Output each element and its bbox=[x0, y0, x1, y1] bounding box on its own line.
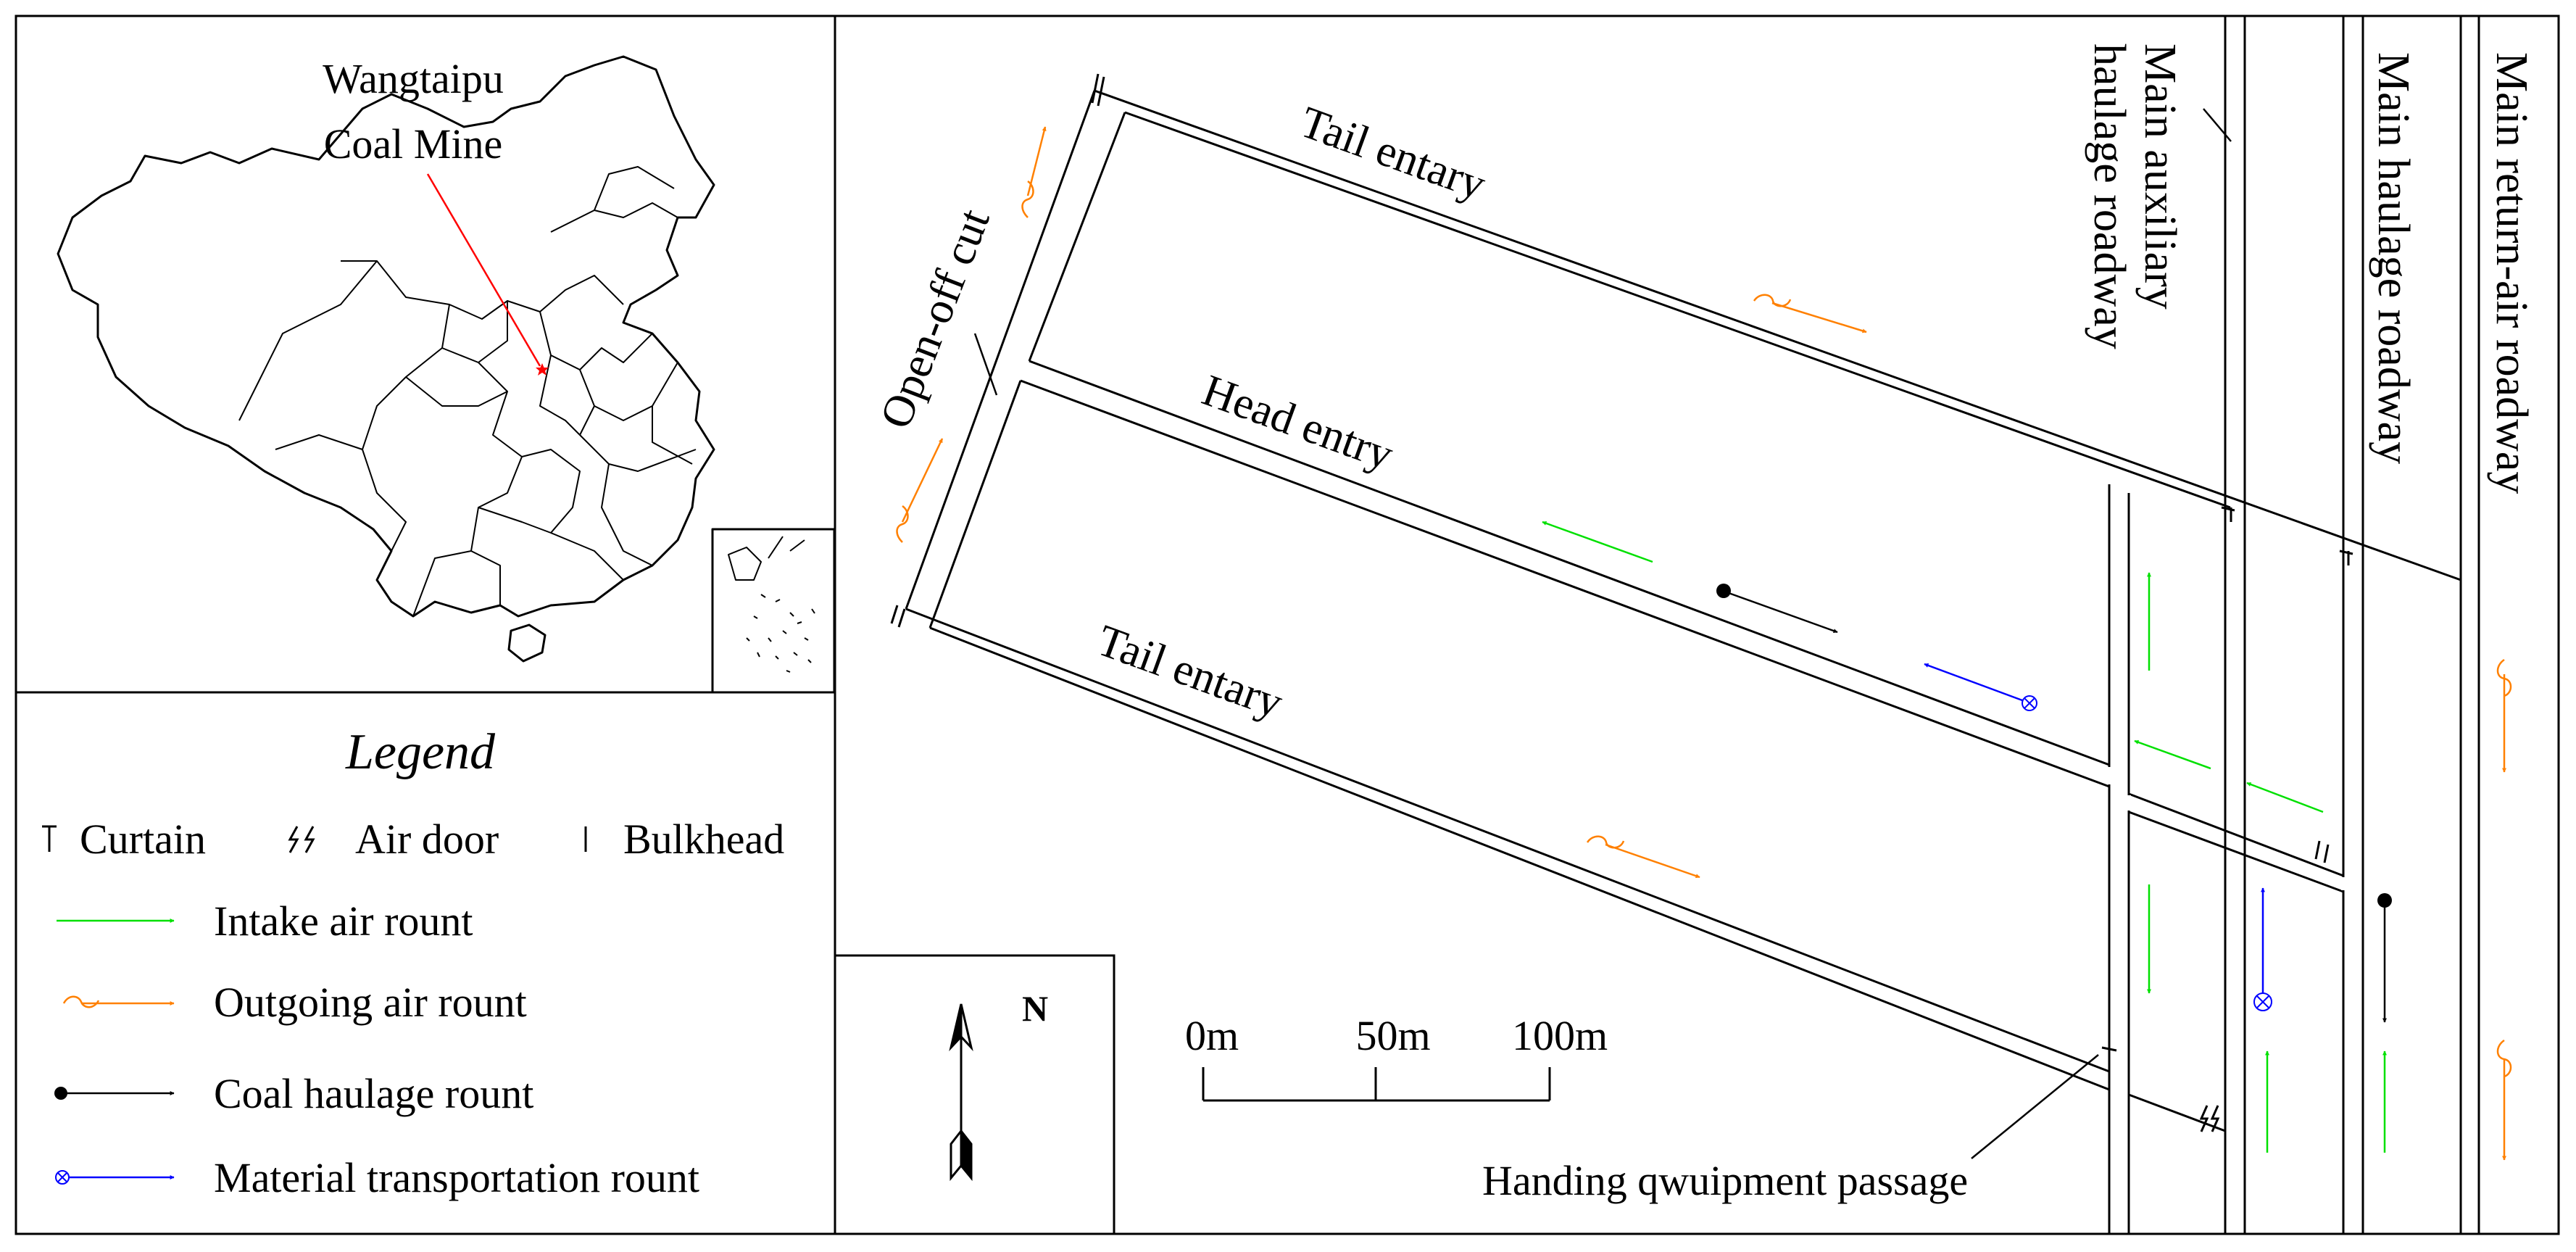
head-entry-label: Head entry bbox=[1196, 365, 1399, 480]
northeast-provinces bbox=[550, 166, 678, 233]
outgoing-arrow-4 bbox=[1586, 835, 1700, 879]
material-arrow-1 bbox=[1924, 663, 2037, 711]
legend-outgoing-label: Outgoing air rount bbox=[214, 979, 527, 1026]
curtain-icon-2 bbox=[890, 605, 906, 628]
location-star-icon bbox=[536, 363, 549, 376]
outgoing-arrow-3 bbox=[896, 438, 944, 543]
province-lines bbox=[238, 260, 697, 617]
north-arrow-icon bbox=[949, 1003, 973, 1182]
legend-title: Legend bbox=[345, 724, 496, 780]
main-haulage-label: Main haulage roadway bbox=[2369, 52, 2418, 464]
china-map bbox=[57, 55, 836, 694]
curtain-icon-5 bbox=[2314, 840, 2330, 863]
china-outline bbox=[57, 55, 715, 618]
curtain-icon-6 bbox=[2101, 1044, 2117, 1057]
material-arrow-2 bbox=[2253, 887, 2272, 1011]
curtain-icon bbox=[42, 825, 57, 852]
curtain-icon-1 bbox=[1091, 73, 1105, 107]
label-leaders bbox=[973, 108, 2232, 1159]
scale-label-0: 0m bbox=[1185, 1012, 1239, 1059]
scale-bar bbox=[1202, 1067, 1551, 1102]
open-off-cut-label: Open-off cut bbox=[871, 202, 1000, 435]
hainan-island bbox=[507, 623, 547, 663]
legend-outgoing-arrow bbox=[62, 995, 175, 1008]
legend-coal-label: Coal haulage rount bbox=[214, 1070, 533, 1117]
outgoing-arrow-1 bbox=[1021, 126, 1047, 218]
south-china-sea-islands bbox=[746, 594, 815, 673]
coal-arrow-1 bbox=[1716, 584, 1838, 634]
legend-material-label: Material transportation rount bbox=[214, 1154, 699, 1201]
intake-arrow-1 bbox=[1542, 521, 1653, 563]
intake-arrow-4 bbox=[2246, 782, 2324, 813]
tail-entry-lower-label: Tail entary bbox=[1091, 615, 1289, 728]
legend-air-door-label: Air door bbox=[355, 816, 499, 863]
tail-entry-upper-label: Tail entary bbox=[1294, 97, 1492, 210]
main-return-air-label: Main return-air roadway bbox=[2487, 52, 2536, 494]
scale-label-50: 50m bbox=[1355, 1012, 1430, 1059]
coal-arrow-2 bbox=[2377, 893, 2392, 1023]
ventilation-structures bbox=[890, 73, 2353, 1132]
north-label: N bbox=[1022, 988, 1048, 1029]
intake-arrow-3 bbox=[2134, 739, 2211, 770]
handling-passage-label: Handing qwuipment passage bbox=[1482, 1157, 1968, 1204]
outgoing-arrow-2 bbox=[1753, 294, 1867, 333]
air-door-icon-1 bbox=[2199, 1105, 2220, 1132]
outgoing-arrow-5 bbox=[2496, 658, 2512, 773]
location-label-line1: Wangtaipu bbox=[323, 55, 504, 102]
main-auxiliary-label-line1: Main auxiliary bbox=[2135, 43, 2185, 310]
flow-arrows bbox=[896, 126, 2512, 1161]
legend-coal-arrow bbox=[54, 1087, 175, 1100]
legend-bulkhead-label: Bulkhead bbox=[623, 816, 784, 863]
legend-intake-label: Intake air rount bbox=[214, 897, 473, 945]
legend-material-arrow bbox=[55, 1170, 175, 1185]
junction-gaps bbox=[2107, 767, 2346, 890]
curtain-icon-3 bbox=[2221, 506, 2235, 522]
legend-curtain-label: Curtain bbox=[80, 816, 206, 863]
roadway-network bbox=[905, 16, 2480, 1234]
scale-label-100: 100m bbox=[1512, 1012, 1608, 1059]
location-label-line2: Coal Mine bbox=[324, 120, 502, 167]
air-door-icon bbox=[288, 826, 315, 853]
location-leader-line bbox=[426, 173, 541, 367]
main-auxiliary-label-line2: haulage roadway bbox=[2085, 43, 2134, 349]
curtain-icon-4 bbox=[2339, 550, 2353, 565]
outgoing-arrow-6 bbox=[2496, 1039, 2512, 1161]
